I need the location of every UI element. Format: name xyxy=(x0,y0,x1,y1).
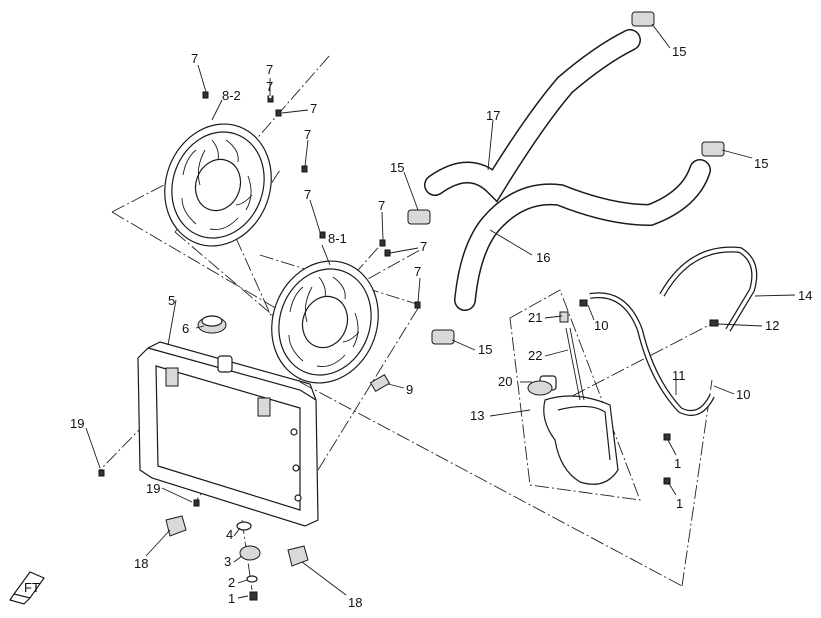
callout-15: 15 xyxy=(478,342,492,357)
callout-15: 15 xyxy=(390,160,404,175)
callout-16: 16 xyxy=(536,250,550,265)
callout-7: 7 xyxy=(414,264,421,279)
radiator xyxy=(137,341,319,527)
hose-16 xyxy=(454,159,711,311)
callout-7: 7 xyxy=(310,101,317,116)
callout-22: 22 xyxy=(528,348,542,363)
callout-1: 1 xyxy=(674,456,681,471)
callout-5: 5 xyxy=(168,293,175,308)
temperature-switch xyxy=(369,373,391,393)
callout-7: 7 xyxy=(304,187,311,202)
reservoir-group xyxy=(509,289,671,501)
leader-lines xyxy=(85,23,796,599)
callout-3: 3 xyxy=(224,554,231,569)
callout-4: 4 xyxy=(226,527,233,542)
callout-7: 7 xyxy=(266,79,273,94)
upper-fan xyxy=(164,123,272,247)
callout-11: 11 xyxy=(672,368,686,383)
callout-8-2: 8-2 xyxy=(222,88,241,103)
callout-21: 21 xyxy=(528,310,542,325)
callout-7: 7 xyxy=(266,62,273,77)
callout-2: 2 xyxy=(228,575,235,590)
callout-18: 18 xyxy=(348,595,362,610)
callout-14: 14 xyxy=(798,288,812,303)
callout-15: 15 xyxy=(672,44,686,59)
callout-19: 19 xyxy=(70,416,84,431)
front-icon-label: FT xyxy=(24,580,40,595)
front-direction-icon: FT xyxy=(9,571,45,605)
callout-8-1: 8-1 xyxy=(328,231,347,246)
hose-17 xyxy=(424,29,641,203)
rubber-mounts xyxy=(165,515,309,567)
callout-15: 15 xyxy=(754,156,768,171)
lower-fan xyxy=(271,260,379,384)
callout-1: 1 xyxy=(228,591,235,606)
callout-7: 7 xyxy=(420,239,427,254)
callout-20: 20 xyxy=(498,374,512,389)
callout-18: 18 xyxy=(134,556,148,571)
callout-labels: 7 8-2 7 7 7 7 7 8-1 7 7 7 15 15 15 15 17… xyxy=(70,44,812,610)
callout-17: 17 xyxy=(486,108,500,123)
callout-7: 7 xyxy=(191,51,198,66)
callout-13: 13 xyxy=(470,408,484,423)
reservoir-hose xyxy=(579,292,715,416)
callout-9: 9 xyxy=(406,382,413,397)
callout-19: 19 xyxy=(146,481,160,496)
fan-screws xyxy=(202,91,421,309)
callout-7: 7 xyxy=(378,198,385,213)
hose-clamps xyxy=(407,11,725,345)
callout-6: 6 xyxy=(182,321,189,336)
callout-10: 10 xyxy=(736,387,750,402)
overflow-hose xyxy=(659,246,758,332)
screws xyxy=(98,469,200,507)
callout-7: 7 xyxy=(304,127,311,142)
breather-hose-inner xyxy=(203,42,273,99)
radiator-cap xyxy=(197,315,227,334)
callout-12: 12 xyxy=(765,318,779,333)
callout-1: 1 xyxy=(676,496,683,511)
mount-stack xyxy=(236,521,261,601)
callout-10: 10 xyxy=(594,318,608,333)
